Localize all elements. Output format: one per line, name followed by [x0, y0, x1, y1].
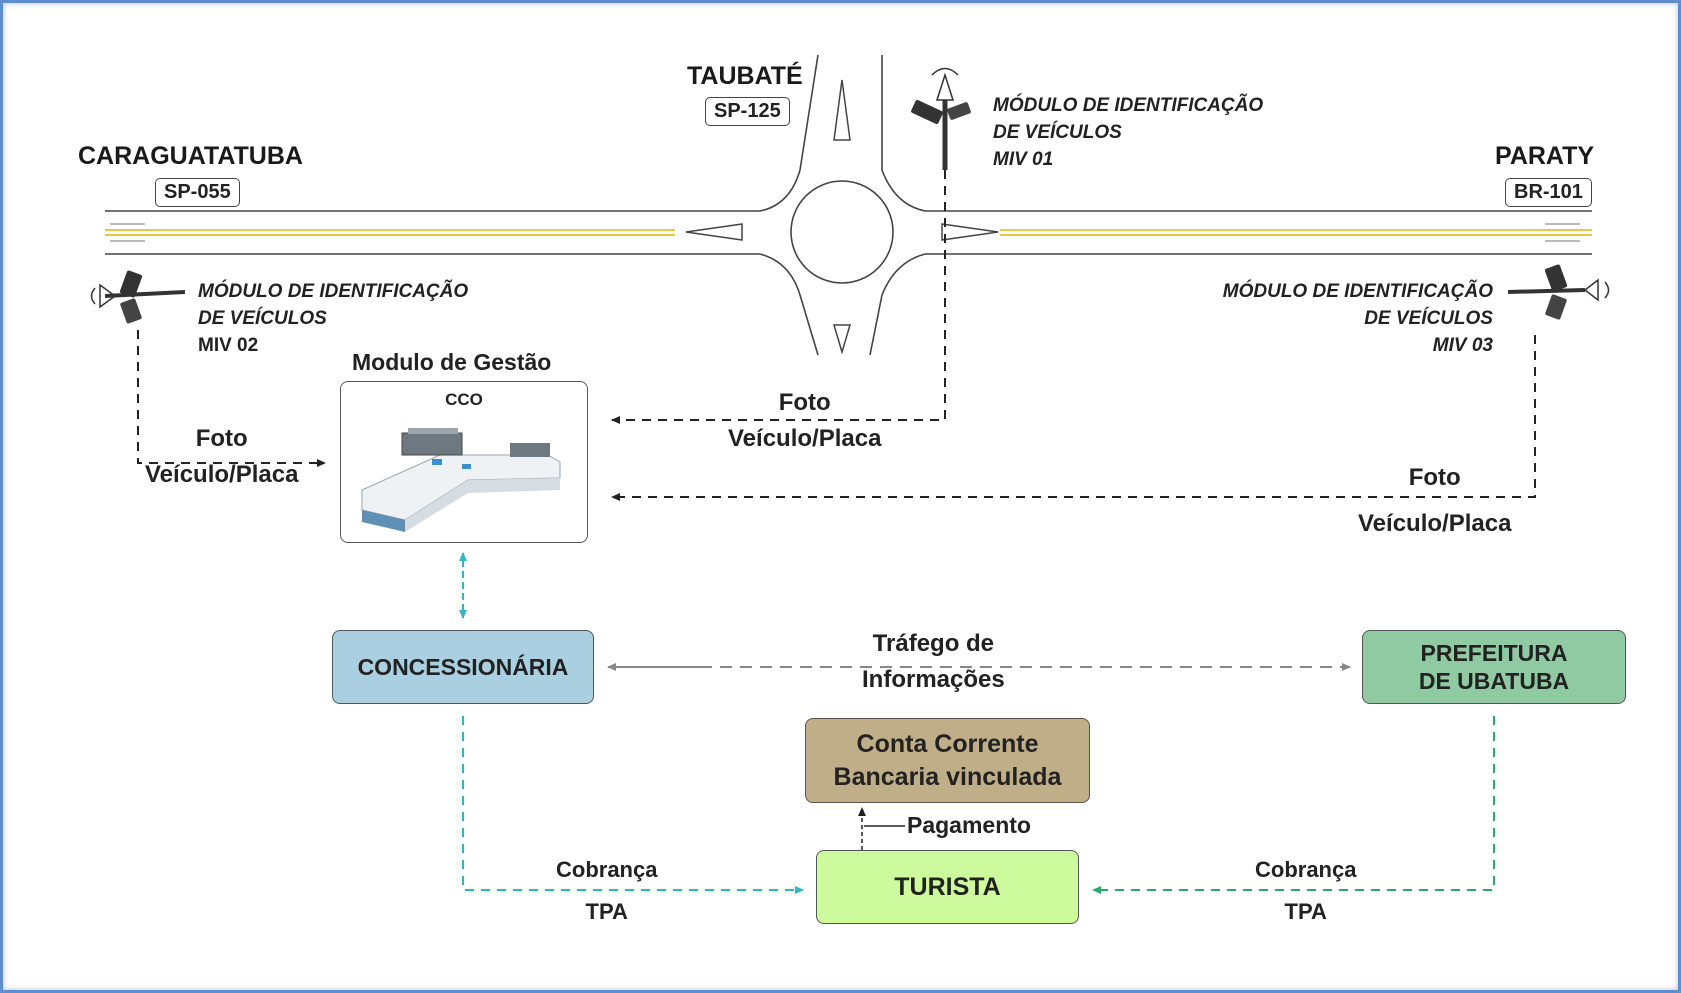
- miv01-line3: MIV 01: [993, 149, 1054, 170]
- prefeitura-line1: PREFEITURA: [1420, 640, 1568, 666]
- miv03-line1: MÓDULO DE IDENTIFICAÇÃO: [1222, 281, 1493, 302]
- flow-foto-miv03: Foto: [1408, 464, 1461, 491]
- road-tag-sp125: SP-125: [705, 97, 790, 126]
- turista-label: TURISTA: [894, 872, 1001, 901]
- control-room-illustration: [361, 428, 561, 532]
- miv01-label: MÓDULO DE IDENTIFICAÇÃO DE VEÍCULOS MIV …: [993, 92, 1263, 173]
- payment-link: [858, 807, 905, 850]
- miv03-antenna-icon: [1507, 264, 1610, 320]
- cco-box[interactable]: CCO: [340, 381, 588, 543]
- cobranca-left: Cobrança: [556, 857, 658, 882]
- conta-line1: Conta Corrente: [856, 729, 1039, 758]
- trafego-line2: Informações: [862, 666, 1005, 693]
- flow-label-cobranca-left: Cobrança TPA: [556, 849, 657, 933]
- cobranca-right: Cobrança: [1255, 857, 1357, 882]
- conta-box[interactable]: Conta Corrente Bancaria vinculada: [805, 718, 1090, 803]
- flow-foto-miv02: Foto: [195, 425, 248, 452]
- city-label-taubate: TAUBATÉ: [687, 62, 803, 90]
- concessionaria-label: CONCESSIONÁRIA: [357, 653, 569, 680]
- flow-label-pagamento: Pagamento: [907, 812, 1031, 838]
- highway: [105, 210, 1592, 255]
- road-tag-br101: BR-101: [1505, 178, 1592, 207]
- miv03-label: MÓDULO DE IDENTIFICAÇÃO DE VEÍCULOS MIV …: [1223, 278, 1493, 359]
- flow-placa-miv02: Veículo/Placa: [145, 461, 299, 488]
- flow-label-miv03: Foto Veículo/Placa: [1358, 455, 1511, 547]
- conta-line2: Bancaria vinculada: [833, 762, 1062, 791]
- tpa-left: TPA: [585, 899, 628, 924]
- city-label-paraty: PARATY: [1495, 142, 1595, 170]
- flow-label-miv01: Foto Veículo/Placa: [728, 385, 881, 457]
- miv02-antenna-icon: [90, 270, 186, 324]
- road-tag-sp055: SP-055: [155, 178, 240, 207]
- trafego-line1: Tráfego de: [872, 630, 995, 657]
- miv01-line2: DE VEÍCULOS: [993, 122, 1122, 143]
- roundabout: [685, 54, 999, 356]
- flow-placa-miv03: Veículo/Placa: [1358, 510, 1512, 537]
- tpa-right: TPA: [1284, 899, 1327, 924]
- flow-placa-miv01: Veículo/Placa: [728, 425, 882, 452]
- flow-label-miv02: Foto Veículo/Placa: [145, 421, 298, 493]
- miv02-line3: MIV 02: [198, 335, 259, 356]
- city-label-caraguatatuba: CARAGUATATUBA: [78, 142, 303, 170]
- miv02-line2: DE VEÍCULOS: [198, 308, 327, 329]
- prefeitura-line2: DE UBATUBA: [1418, 668, 1570, 694]
- miv01-line1: MÓDULO DE IDENTIFICAÇÃO: [993, 95, 1264, 116]
- photo-flow-lines: [137, 170, 1536, 501]
- miv03-line2: DE VEÍCULOS: [1364, 308, 1493, 329]
- miv02-line1: MÓDULO DE IDENTIFICAÇÃO: [198, 281, 469, 302]
- cco-label: CCO: [445, 390, 483, 409]
- concessionaria-billing-link: [462, 716, 804, 894]
- miv01-antenna-icon: [911, 67, 971, 170]
- miv02-label: MÓDULO DE IDENTIFICAÇÃO DE VEÍCULOS MIV …: [198, 278, 468, 359]
- turista-box[interactable]: TURISTA: [816, 850, 1079, 924]
- gestao-title: Modulo de Gestão: [352, 349, 552, 375]
- prefeitura-box[interactable]: PREFEITURA DE UBATUBA: [1362, 630, 1626, 704]
- concessionaria-box[interactable]: CONCESSIONÁRIA: [332, 630, 594, 704]
- miv03-line3: MIV 03: [1432, 335, 1493, 356]
- flow-label-trafego: Tráfego de Informações: [862, 626, 1005, 698]
- flow-foto-miv01: Foto: [778, 389, 831, 416]
- flow-label-cobranca-right: Cobrança TPA: [1255, 849, 1356, 933]
